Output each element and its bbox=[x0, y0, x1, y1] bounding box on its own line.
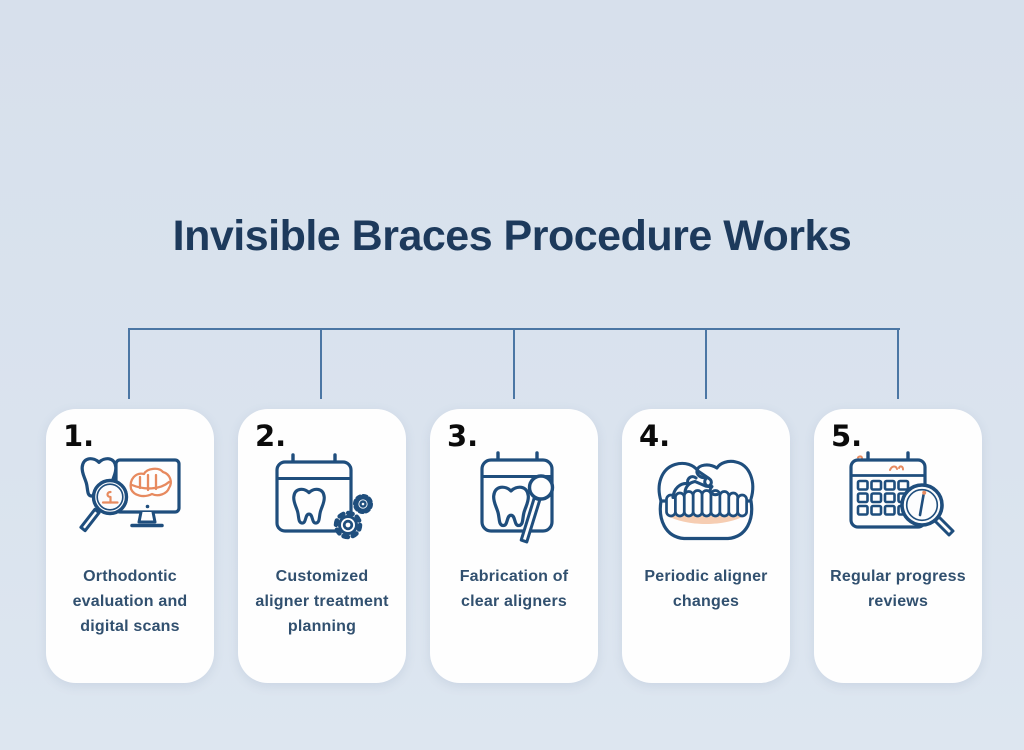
step-number: 5. bbox=[831, 419, 863, 453]
step-card-1: 1. bbox=[46, 409, 214, 683]
step-number: 4. bbox=[639, 419, 671, 453]
step-label: Periodic aligner changes bbox=[644, 568, 768, 610]
connector-vertical-line-2 bbox=[320, 328, 322, 399]
connector-vertical-line-3 bbox=[513, 328, 515, 399]
hands-denture-icon bbox=[646, 449, 766, 549]
step-card-4: 4. bbox=[622, 409, 790, 683]
step-card-5: 5. bbox=[814, 409, 982, 683]
calendar-tooth-mirror-icon bbox=[454, 449, 574, 549]
calendar-magnifier-icon bbox=[838, 449, 958, 549]
connector-vertical-line-5 bbox=[897, 328, 899, 399]
step-label: Orthodontic evaluation and digital scans bbox=[72, 568, 188, 635]
tooth-scan-monitor-icon bbox=[70, 449, 190, 549]
step-label: Regular progress reviews bbox=[830, 568, 966, 610]
step-card-3: 3. Fabrication of clear aligners bbox=[430, 409, 598, 683]
step-number: 2. bbox=[255, 419, 287, 453]
step-number: 1. bbox=[63, 419, 95, 453]
step-card-2: 2. Customized aligner treatment planning bbox=[238, 409, 406, 683]
calendar-tooth-gears-icon bbox=[262, 449, 382, 549]
step-label: Fabrication of clear aligners bbox=[459, 568, 569, 610]
connector-vertical-line-1 bbox=[128, 328, 130, 399]
step-label: Customized aligner treatment planning bbox=[255, 568, 389, 635]
connector-vertical-line-4 bbox=[705, 328, 707, 399]
step-number: 3. bbox=[447, 419, 479, 453]
page-title: Invisible Braces Procedure Works bbox=[172, 212, 852, 260]
